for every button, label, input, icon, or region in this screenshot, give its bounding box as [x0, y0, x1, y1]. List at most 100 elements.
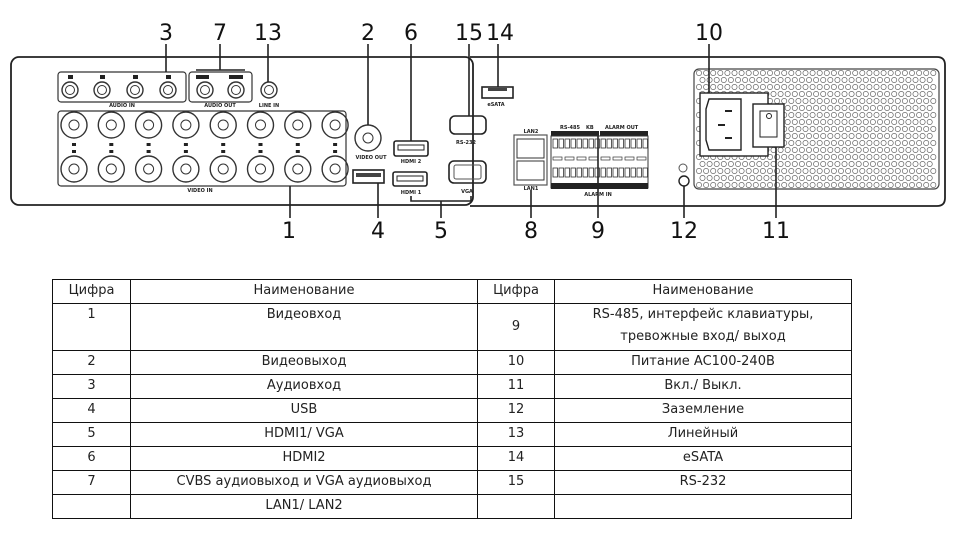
terminal-pin [588, 138, 594, 149]
cell-num: 4 [52, 398, 131, 423]
grille-hole [894, 154, 901, 160]
grille-hole [866, 70, 873, 76]
grille-hole [852, 126, 859, 132]
grille-hole [859, 126, 866, 132]
grille-hole [703, 70, 710, 76]
grille-hole [809, 70, 816, 76]
terminal-pin [558, 167, 564, 178]
grille-hole [852, 112, 859, 118]
grille-hole [887, 168, 894, 174]
grille-hole [816, 98, 823, 104]
grille-hole [763, 77, 770, 83]
grille-hole [756, 161, 763, 167]
grille-hole [838, 84, 844, 90]
grille-hole [884, 77, 891, 83]
video-in-group: VIDEO IN [57, 110, 349, 194]
audio-in-jack [126, 75, 144, 99]
svg-text:HDMI 2: HDMI 2 [401, 159, 422, 165]
grille-hole [838, 140, 844, 146]
grille-hole [873, 112, 880, 118]
grille-hole [848, 175, 855, 181]
grille-hole [916, 112, 923, 118]
cell-num: 9 [477, 303, 555, 351]
grille-hole [724, 70, 731, 76]
grille-hole [866, 84, 873, 90]
callout-1: 1 [282, 219, 296, 244]
video-in-bnc [246, 150, 275, 183]
grille-hole [926, 161, 933, 167]
grille-hole [813, 161, 820, 167]
grille-hole [887, 84, 894, 90]
grille-hole [923, 168, 930, 174]
grille-hole [919, 147, 926, 153]
grille-hole [798, 175, 805, 181]
grille-hole [894, 84, 901, 90]
grille-hole [841, 133, 848, 139]
usb-port [352, 169, 385, 184]
grille-hole [738, 168, 745, 174]
grille-hole [898, 77, 905, 83]
grille-hole [798, 77, 805, 83]
grille-hole [866, 126, 873, 132]
grille-hole [806, 119, 812, 125]
grille-hole [848, 119, 855, 125]
grille-hole [838, 182, 844, 188]
grille-hole [873, 98, 880, 104]
grille-hole [898, 133, 905, 139]
grille-hole [696, 154, 702, 160]
cell-name: HDMI1/ VGA [130, 422, 478, 447]
grille-hole [696, 70, 702, 76]
grille-hole [809, 182, 816, 188]
callout-14: 14 [486, 21, 514, 46]
cell-num [52, 494, 131, 519]
grille-hole [735, 175, 741, 181]
video-in-bnc [172, 150, 200, 183]
cell-num: 7 [52, 470, 131, 495]
grille-hole [877, 119, 883, 125]
grille-hole [873, 70, 880, 76]
grille-hole [735, 161, 741, 167]
grille-hole [905, 105, 912, 111]
grille-hole [869, 77, 876, 83]
grille-hole [894, 168, 901, 174]
cell-num: 5 [52, 422, 131, 447]
grille-hole [767, 70, 773, 76]
terminal-pin [552, 167, 558, 178]
grille-hole [795, 168, 802, 174]
video-in-bnc [209, 150, 237, 183]
grille-hole [791, 119, 798, 125]
grille-hole [738, 70, 745, 76]
grille-hole [830, 168, 837, 174]
grille-hole [802, 154, 809, 160]
grille-hole [791, 161, 798, 167]
grille-hole [873, 126, 880, 132]
grille-hole [727, 175, 734, 181]
grille-hole [752, 168, 759, 174]
video-in-bnc [97, 111, 126, 146]
grille-hole [820, 161, 827, 167]
grille-hole [848, 161, 855, 167]
grille-hole [806, 133, 812, 139]
grille-hole [930, 182, 937, 188]
grille-hole [884, 91, 891, 97]
grille-hole [887, 112, 894, 118]
grille-hole [784, 175, 791, 181]
grille-hole [816, 84, 823, 90]
grille-hole [802, 140, 809, 146]
grille-hole [752, 182, 759, 188]
grille-hole [752, 84, 759, 90]
grille-hole [809, 84, 816, 90]
grille-hole [777, 77, 784, 83]
grille-hole [873, 182, 880, 188]
grille-hole [912, 133, 919, 139]
grille-hole [848, 105, 855, 111]
grille-hole [798, 91, 805, 97]
terminal-pin [570, 138, 576, 149]
grille-hole [788, 154, 795, 160]
grille-hole [901, 98, 908, 104]
grille-hole [887, 182, 894, 188]
grille-hole [745, 182, 752, 188]
terminal-divider [600, 156, 611, 161]
header-num-left: Цифра [52, 279, 131, 304]
grille-hole [891, 133, 898, 139]
